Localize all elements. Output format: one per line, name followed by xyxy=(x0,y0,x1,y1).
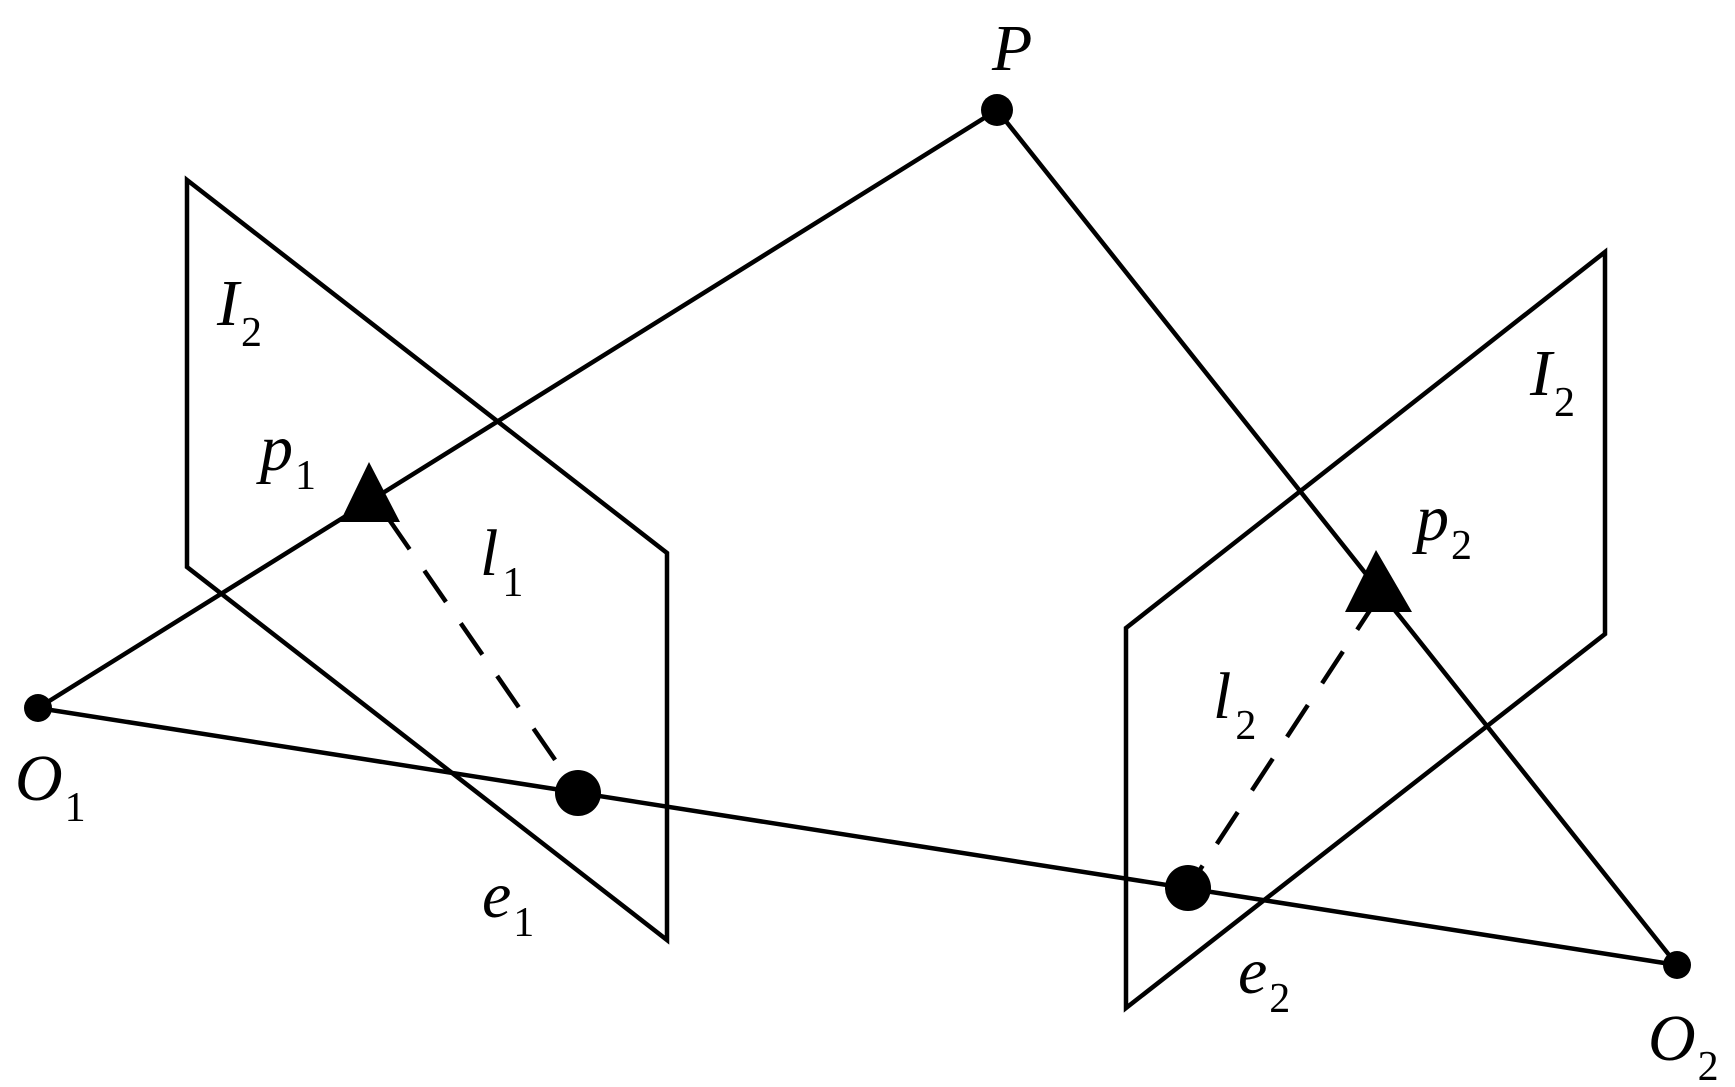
right-image-plane xyxy=(1123,247,1608,1013)
ray-o1-to-p xyxy=(35,107,1000,711)
label-l2: l2 xyxy=(1213,660,1256,749)
epipole-e2 xyxy=(1165,865,1211,911)
label-O2: O2 xyxy=(1648,1002,1719,1087)
label-l1: l1 xyxy=(480,517,523,606)
epipolar-line-l2 xyxy=(1186,596,1380,890)
label-P: P xyxy=(991,12,1032,85)
optical-center-o2 xyxy=(1663,951,1691,979)
optical-center-o1 xyxy=(24,694,52,722)
image-point-p1 xyxy=(340,462,400,522)
ray-o2-to-p xyxy=(994,107,1680,968)
epipolar-line-l1 xyxy=(386,516,580,795)
left-image-plane xyxy=(184,175,670,945)
label-e1: e1 xyxy=(482,859,534,946)
label-I-left: I2 xyxy=(216,267,262,356)
baseline-o1-o2 xyxy=(35,705,1680,968)
label-O1: O1 xyxy=(15,742,86,831)
epipole-e1 xyxy=(555,770,601,816)
label-p2: p2 xyxy=(1412,482,1472,569)
label-e2: e2 xyxy=(1238,935,1290,1022)
point-P xyxy=(981,94,1013,126)
image-point-p2 xyxy=(1345,550,1412,612)
label-p1: p1 xyxy=(256,412,316,499)
label-I-right: I2 xyxy=(1529,337,1575,426)
